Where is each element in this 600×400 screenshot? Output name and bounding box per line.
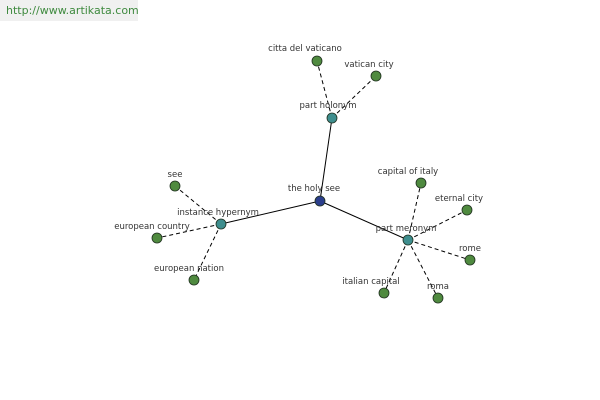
node-label-roma: roma (427, 282, 449, 292)
edge-hypernym-see (174, 185, 222, 225)
node-europeannation[interactable] (188, 274, 200, 286)
edge-holonym-vatican (331, 75, 377, 119)
labels-layer: the holy see part holonym instance hyperny… (114, 44, 483, 292)
watermark-banner: http://www.artikata.com (0, 0, 139, 21)
edge-holonym-citta (316, 60, 333, 119)
node-label-vatican: vatican city (344, 60, 393, 70)
node-label-meronym: part meronym (376, 224, 437, 234)
node-label-rome: rome (459, 244, 481, 254)
watermark-url: http://www.artikata.com (6, 4, 139, 17)
node-label-europeannation: european nation (154, 264, 224, 274)
node-rome[interactable] (464, 254, 476, 266)
edge-hypernym-europeannation (193, 223, 222, 281)
node-europeancountry[interactable] (151, 232, 163, 244)
node-italiancapital[interactable] (378, 287, 390, 299)
node-capital[interactable] (415, 177, 427, 189)
node-label-italiancapital: italian capital (342, 277, 399, 287)
edge-meronym-italiancapital (383, 239, 409, 294)
nodes-layer (151, 55, 476, 304)
node-hypernym[interactable] (215, 218, 227, 230)
edge-meronym-rome (407, 239, 471, 261)
node-meronym[interactable] (402, 234, 414, 246)
node-eternal[interactable] (461, 204, 473, 216)
edges-layer (156, 60, 471, 299)
edge-hypernym-europeancountry (156, 223, 222, 239)
node-label-citta: citta del vaticano (268, 44, 342, 54)
node-see[interactable] (169, 180, 181, 192)
edge-meronym-roma (407, 239, 439, 299)
edge-meronym-capital (407, 182, 422, 241)
edge-root-holonym (319, 117, 333, 202)
node-citta[interactable] (311, 55, 323, 67)
edge-root-meronym (319, 200, 409, 241)
edge-root-hypernym (220, 200, 321, 225)
node-label-capital: capital of italy (378, 167, 438, 177)
node-roma[interactable] (432, 292, 444, 304)
node-vatican[interactable] (370, 70, 382, 82)
node-root[interactable] (314, 195, 326, 207)
node-label-holonym: part holonym (300, 101, 357, 111)
node-label-root: the holy see (288, 184, 340, 194)
node-holonym[interactable] (326, 112, 338, 124)
node-label-europeancountry: european country (114, 222, 190, 232)
node-label-hypernym: instance hypernym (177, 208, 259, 218)
node-label-eternal: eternal city (435, 194, 483, 204)
node-label-see: see (168, 170, 183, 180)
